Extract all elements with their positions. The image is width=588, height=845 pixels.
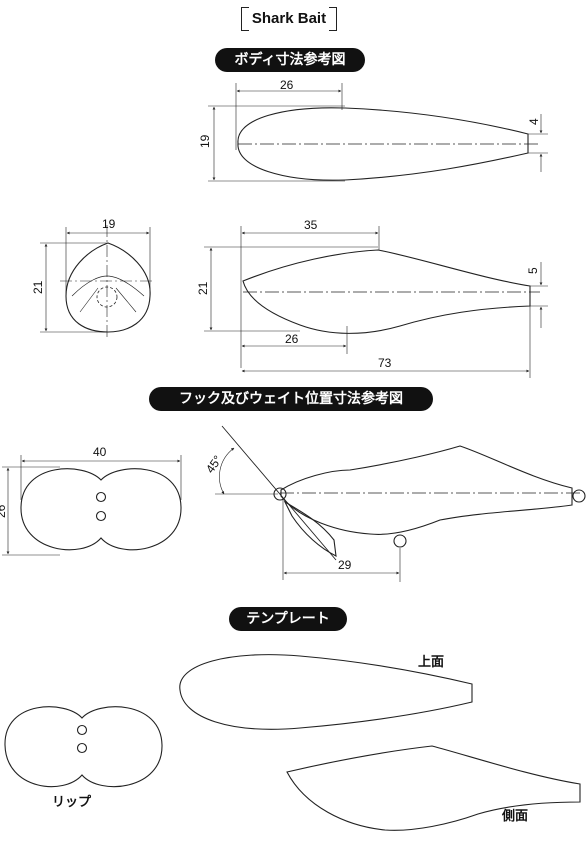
dim-top-length: 26 bbox=[280, 78, 294, 92]
hook-lip-side bbox=[283, 500, 337, 557]
template-top-view bbox=[179, 654, 473, 730]
dim-side-top-length: 35 bbox=[304, 218, 318, 232]
label-side-view: 側面 bbox=[501, 808, 528, 823]
template-lip-hole-lower bbox=[76, 742, 88, 754]
dim-front-height: 21 bbox=[31, 280, 45, 294]
dim-side-belly-length: 26 bbox=[285, 332, 299, 346]
weight-position bbox=[393, 534, 407, 548]
section-title-body-dims: ボディ寸法参考図 bbox=[215, 48, 365, 72]
dim-top-tail: 4 bbox=[527, 118, 541, 125]
dim-side-tail: 5 bbox=[526, 267, 540, 274]
dim-hook-angle: 45° bbox=[203, 453, 225, 476]
lip-angle-line bbox=[221, 425, 337, 561]
lip-dim-view bbox=[2, 455, 182, 556]
dim-top-width: 19 bbox=[198, 134, 212, 148]
body-top-outline bbox=[237, 107, 529, 181]
lip-hole-upper bbox=[95, 491, 107, 503]
label-top-view: 上面 bbox=[418, 654, 444, 669]
label-lip: リップ bbox=[52, 794, 92, 809]
template-lip-hole-upper bbox=[76, 724, 88, 736]
body-side-view bbox=[204, 226, 548, 378]
template-lip bbox=[4, 706, 163, 788]
dim-side-height: 21 bbox=[196, 281, 210, 295]
lip-outline bbox=[20, 468, 182, 551]
dim-side-total-length: 73 bbox=[378, 356, 392, 370]
dim-front-width: 19 bbox=[102, 217, 116, 231]
template-side-view bbox=[286, 745, 581, 831]
hook-weight-view bbox=[215, 425, 586, 582]
hook-body-outline bbox=[280, 445, 573, 535]
line-eye-rear bbox=[572, 489, 586, 503]
body-front-outline bbox=[65, 242, 151, 333]
dim-weight-position: 29 bbox=[338, 558, 352, 572]
body-top-view bbox=[208, 83, 548, 182]
dim-lip-width: 40 bbox=[93, 445, 107, 459]
lip-hole-lower bbox=[95, 510, 107, 522]
section-title-template: テンプレート bbox=[229, 607, 347, 631]
body-front-view bbox=[40, 225, 154, 338]
template-group bbox=[4, 654, 581, 831]
body-side-outline bbox=[242, 249, 531, 334]
page-title: Shark Bait bbox=[241, 7, 337, 31]
dim-lip-height: 26 bbox=[0, 504, 8, 518]
section-title-hook-weight-dims: フック及びウェイト位置寸法参考図 bbox=[149, 387, 433, 411]
